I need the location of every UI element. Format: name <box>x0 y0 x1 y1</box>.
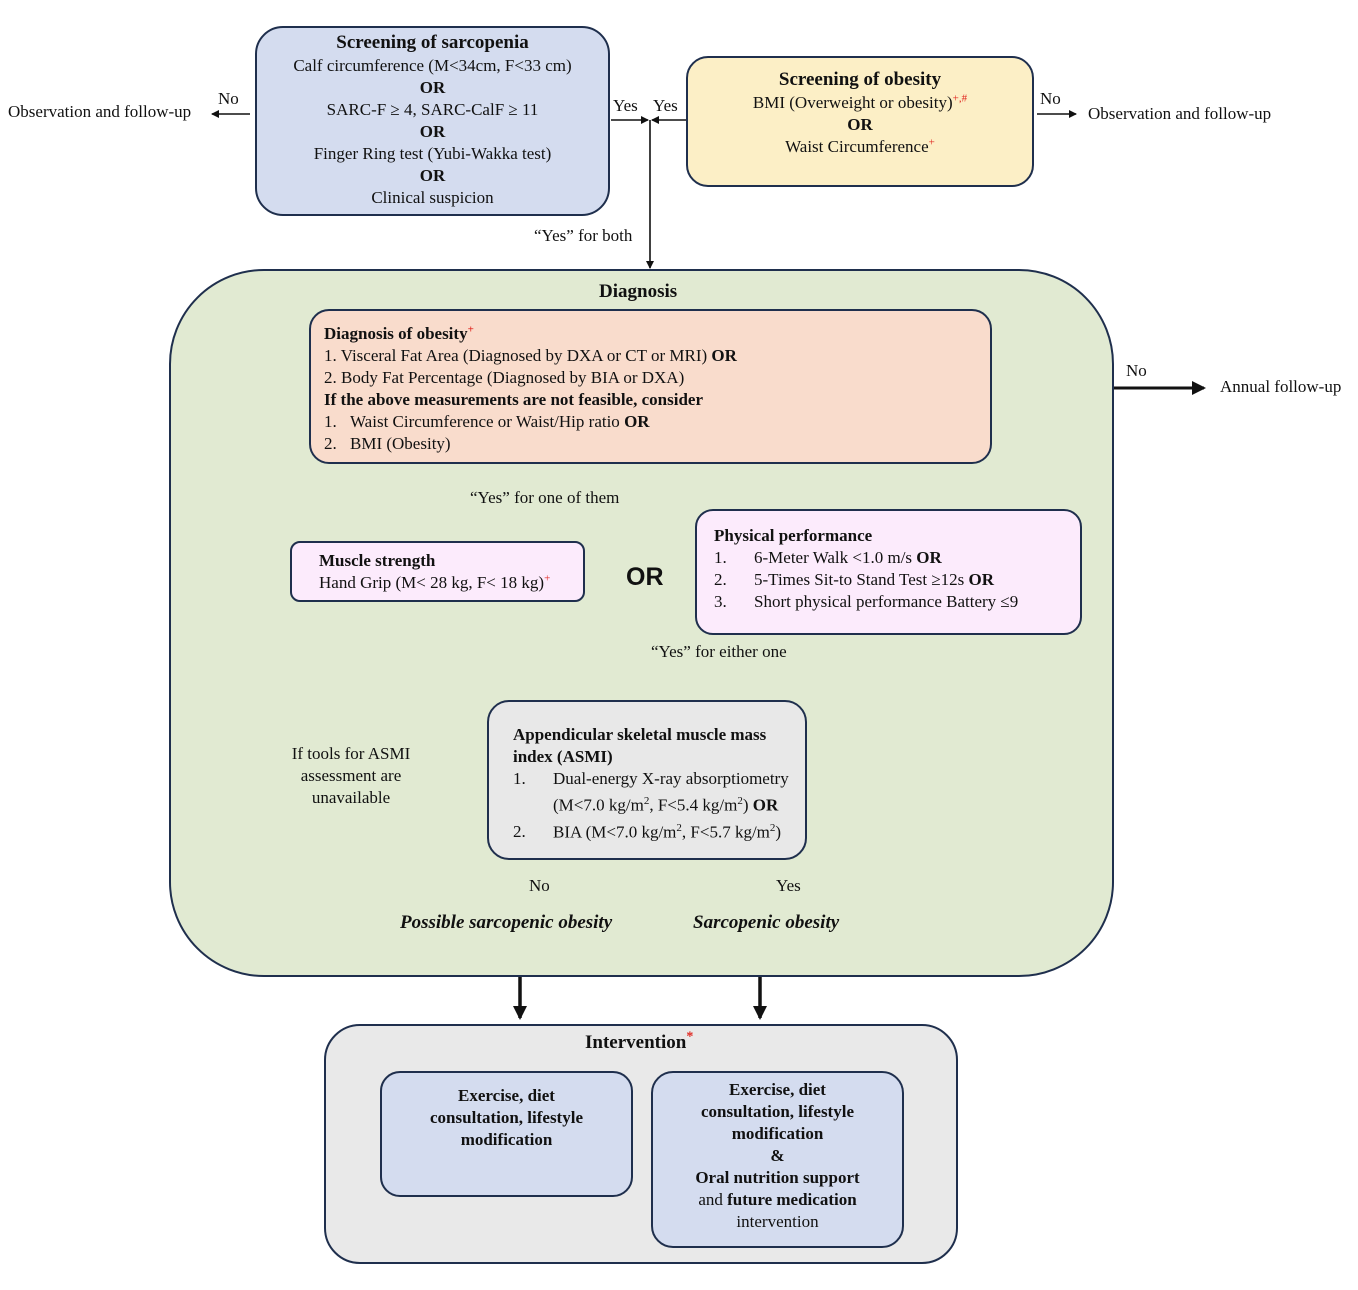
left-observation-label: Observation and follow-up <box>8 102 192 121</box>
yes-for-one-label: “Yes” for one of them <box>470 488 620 507</box>
or-label: OR <box>419 78 446 97</box>
possible-sarcopenic-obesity-label: Possible sarcopenic obesity <box>400 912 613 933</box>
diagnosis-obesity-box: Diagnosis of obesity+ 1. Visceral Fat Ar… <box>309 309 992 464</box>
sppb-text: 3.Short physical performance Battery ≤9 <box>714 592 1019 611</box>
clinical-suspicion-text: Clinical suspicion <box>371 188 494 207</box>
or-big-label: OR <box>626 563 664 591</box>
finger-ring-text: Finger Ring test (Yubi-Wakka test) <box>313 144 552 163</box>
marker: +,# <box>952 92 968 105</box>
bia-text: 2.BIA (M<7.0 kg/m2, F<5.7 kg/m2) <box>513 821 782 842</box>
screening-sarcopenia-box: Screening of sarcopenia Calf circumferen… <box>255 26 610 216</box>
sarc-f-text: SARC-F ≥ 4, SARC-CalF ≥ 11 <box>326 100 539 119</box>
muscle-strength-box: Muscle strength Hand Grip (M< 28 kg, F< … <box>290 541 585 602</box>
walk-test-text: 1.6-Meter Walk <1.0 m/s OR <box>714 548 942 567</box>
body-fat-text: 2. Body Fat Percentage (Diagnosed by BIA… <box>324 368 685 387</box>
physical-performance-title: Physical performance <box>714 526 873 545</box>
marker: + <box>928 136 935 149</box>
not-feasible-text: If the above measurements are not feasib… <box>324 390 703 409</box>
asmi-box: Appendicular skeletal muscle mass index … <box>487 700 807 860</box>
muscle-strength-title: Muscle strength <box>319 551 436 570</box>
dxa-text: 1.Dual-energy X-ray absorptiometry <box>513 769 789 788</box>
asmi-title-2: index (ASMI) <box>513 747 613 766</box>
bmi-text: BMI (Overweight or obesity)+,# <box>752 92 968 112</box>
yes-for-either-label: “Yes” for either one <box>651 642 787 661</box>
annual-no-label: No <box>1126 361 1147 380</box>
screening-sarcopenia-title: Screening of sarcopenia <box>336 32 529 53</box>
yes-for-both-label: “Yes” for both <box>534 226 633 245</box>
intervention-title: Intervention* <box>585 1029 694 1053</box>
or-label: OR <box>847 115 873 134</box>
intervention-left-box: Exercise, diet consultation, lifestyle m… <box>380 1071 633 1197</box>
marker: + <box>467 323 474 336</box>
asmi-no-label: No <box>529 876 550 895</box>
waist-text: Waist Circumference+ <box>785 136 935 156</box>
yes-left-label: Yes <box>613 96 638 115</box>
diagnosis-title: Diagnosis <box>599 281 678 302</box>
waist-ratio-text: 1.Waist Circumference or Waist/Hip ratio… <box>324 412 650 431</box>
yes-right-label: Yes <box>653 96 678 115</box>
dxa-values-text: (M<7.0 kg/m2, F<5.4 kg/m2) OR <box>553 795 779 815</box>
intervention-right-box: Exercise, diet consultation, lifestyle m… <box>651 1071 904 1248</box>
physical-performance-box: Physical performance 1.6-Meter Walk <1.0… <box>695 509 1082 635</box>
sarcopenic-obesity-label: Sarcopenic obesity <box>693 912 840 933</box>
asmi-unavailable-label: If tools for ASMI assessment are unavail… <box>291 744 411 807</box>
sit-stand-text: 2.5-Times Sit-to Stand Test ≥12s OR <box>714 570 995 589</box>
screening-obesity-box: Screening of obesity BMI (Overweight or … <box>686 56 1034 187</box>
hand-grip-text: Hand Grip (M< 28 kg, F< 18 kg)+ <box>319 572 551 592</box>
left-no-label: No <box>218 89 239 108</box>
or-label: OR <box>419 122 446 141</box>
marker: * <box>686 1029 694 1045</box>
right-observation-label: Observation and follow-up <box>1088 104 1272 123</box>
asmi-yes-label: Yes <box>776 876 801 895</box>
calf-circumference-text: Calf circumference (M<34cm, F<33 cm) <box>293 56 572 75</box>
bmi-obesity-text: 2.BMI (Obesity) <box>324 434 451 453</box>
visceral-fat-text: 1. Visceral Fat Area (Diagnosed by DXA o… <box>324 346 737 365</box>
diagnosis-obesity-title: Diagnosis of obesity+ <box>324 323 474 343</box>
screening-obesity-title: Screening of obesity <box>778 69 942 90</box>
right-no-label: No <box>1040 89 1061 108</box>
asmi-title: Appendicular skeletal muscle mass <box>513 725 767 744</box>
marker: + <box>544 572 551 585</box>
annual-follow-up-label: Annual follow-up <box>1220 377 1342 396</box>
or-label: OR <box>419 166 446 185</box>
